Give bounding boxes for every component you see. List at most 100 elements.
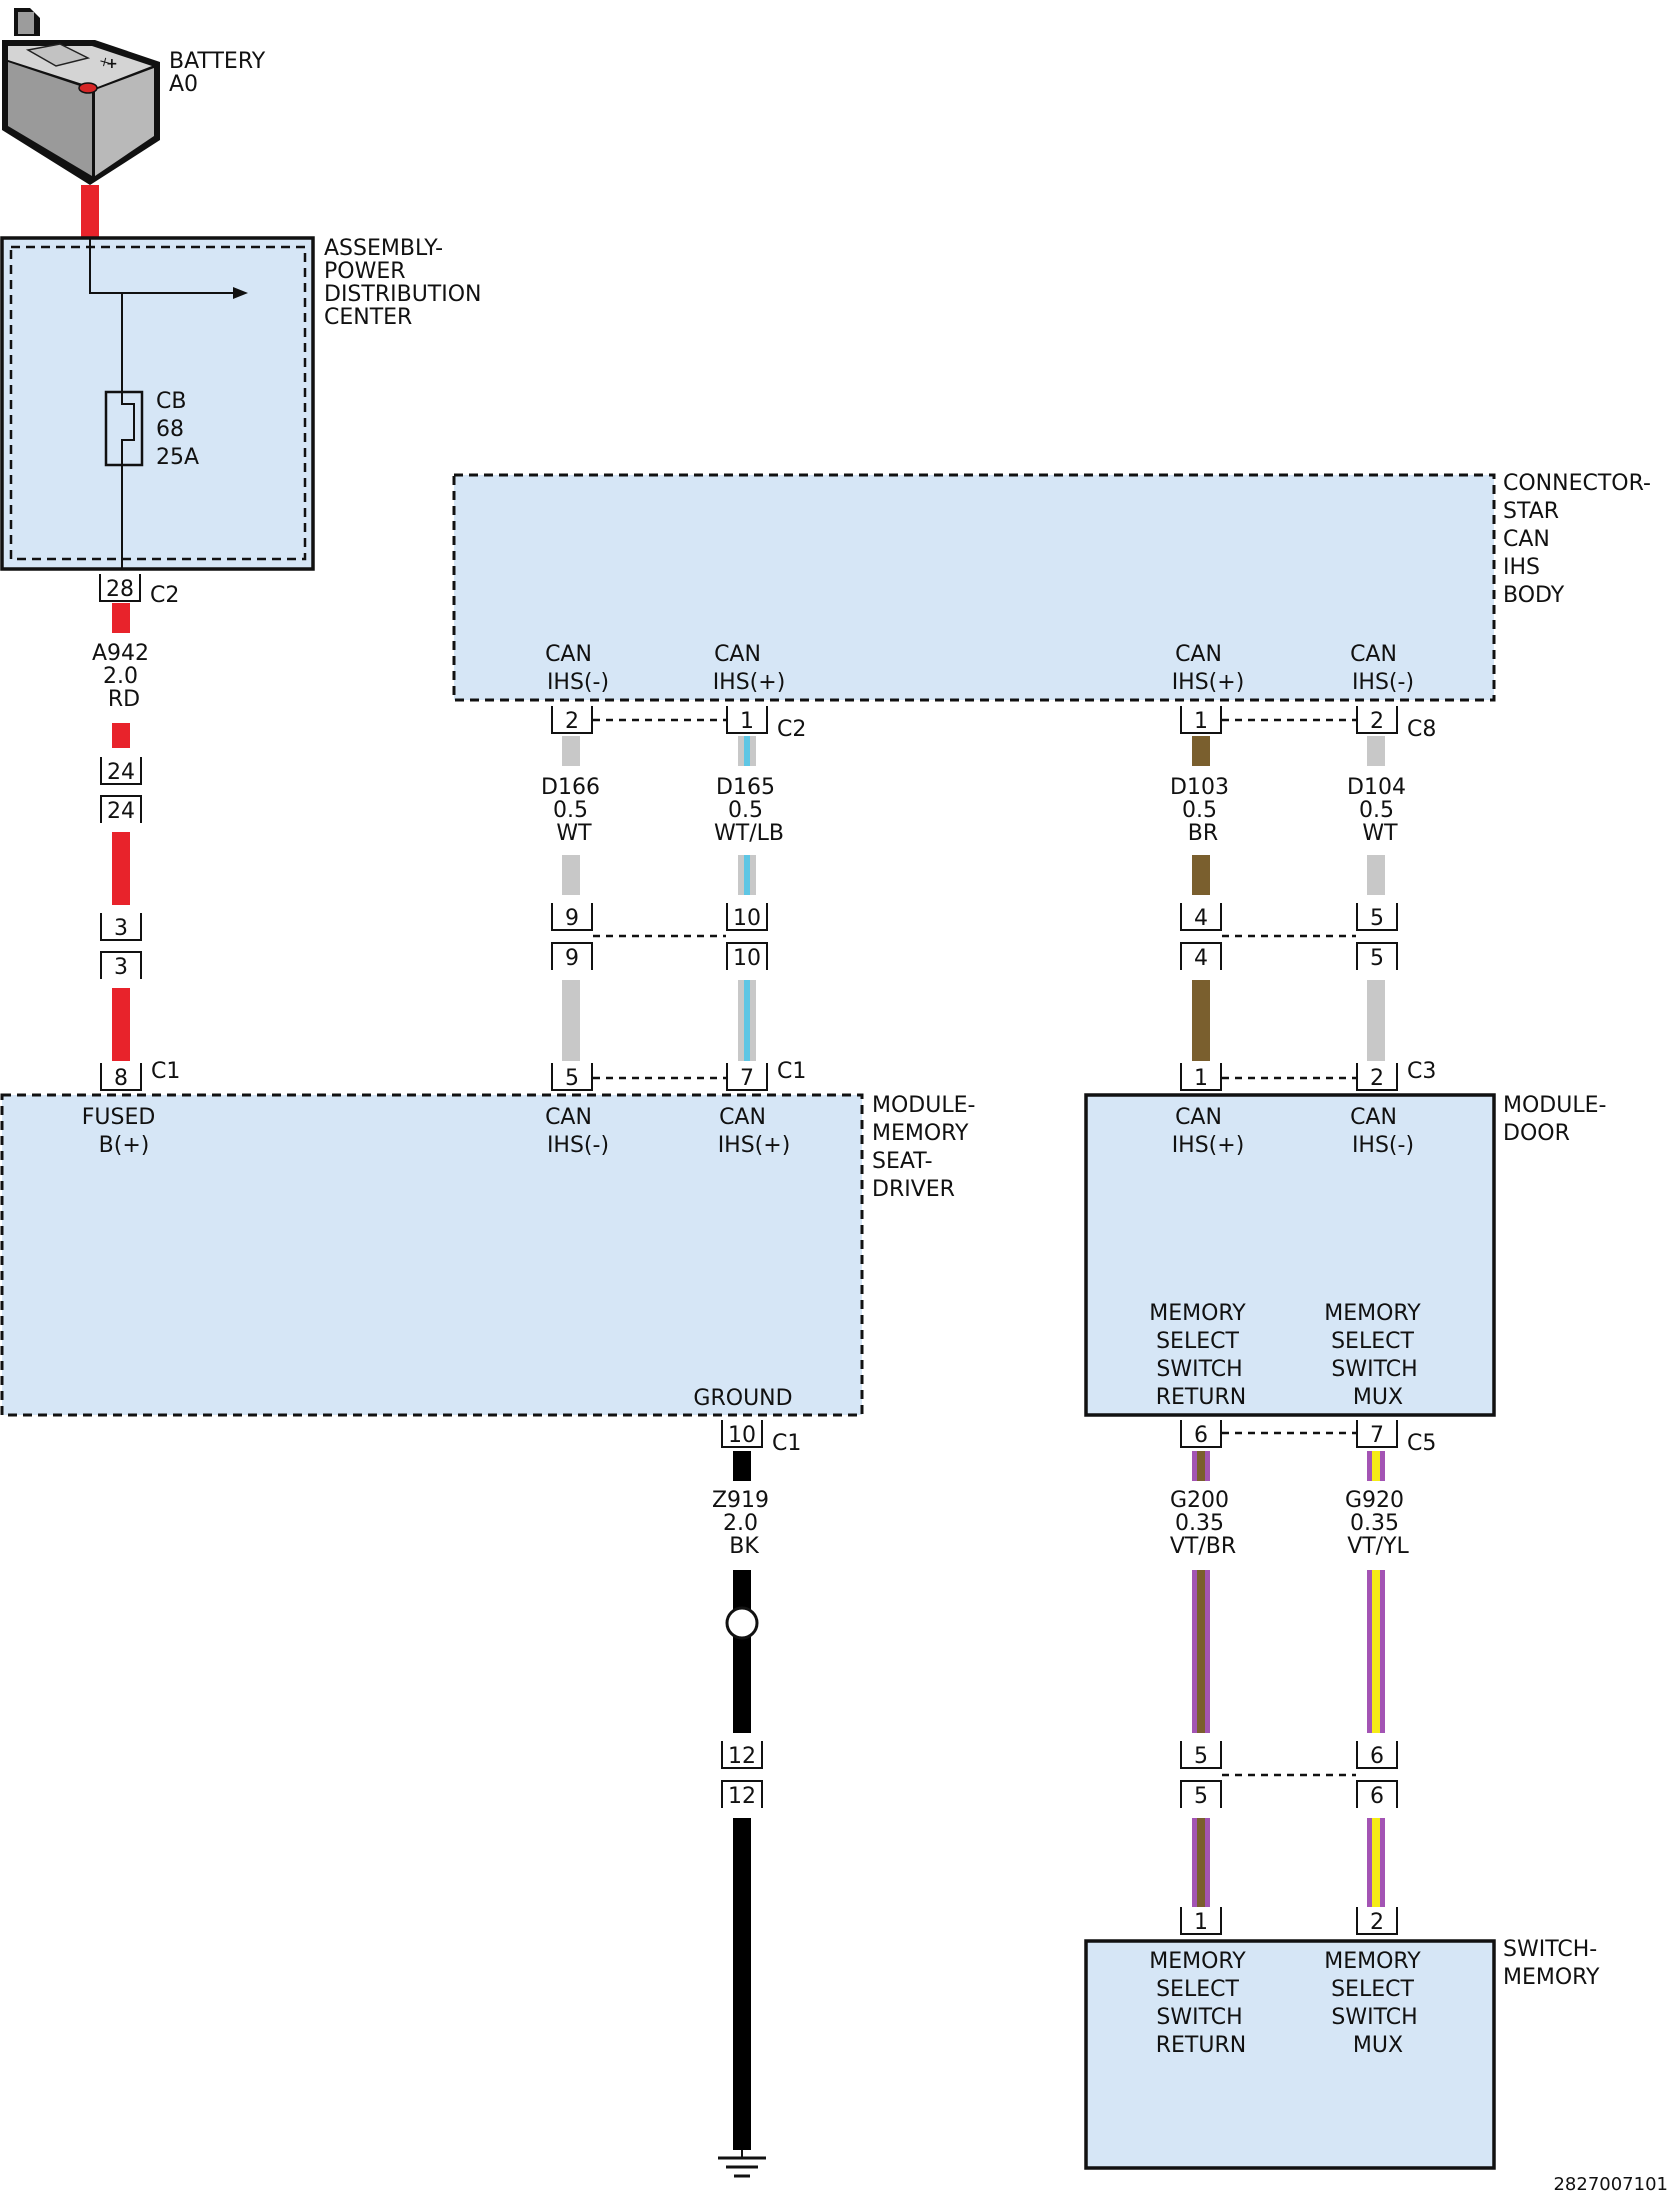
pin-inline-d166-upper: 9 xyxy=(551,903,593,931)
star-pin-label-3: CAN IHS(+) xyxy=(1172,642,1245,695)
svg-text:1: 1 xyxy=(1194,1910,1208,1935)
pin-seat-7: 7 xyxy=(726,1063,768,1091)
pin-inline-z919-lower: 12 xyxy=(721,1780,763,1809)
pin-inline-a942-3-upper: 3 xyxy=(100,913,142,941)
pin-seat-10: 10 xyxy=(721,1420,763,1448)
switch-memory-title: SWITCH- MEMORY xyxy=(1503,1937,1604,1990)
pin-pdc-28: 28 xyxy=(99,574,141,602)
switch-return-label: MEMORY SELECT SWITCH RETURN xyxy=(1149,1949,1253,2058)
wire-d166 xyxy=(562,736,580,1061)
pin-inline-g920-lower: 6 xyxy=(1356,1780,1398,1809)
pin-door-2: 2 xyxy=(1356,1063,1398,1091)
wire-label-d104: D104 0.5 WT xyxy=(1347,775,1413,846)
seat-ground-label: GROUND xyxy=(693,1386,792,1411)
svg-text:24: 24 xyxy=(107,799,135,824)
star-pin-label-1: CAN IHS(-) xyxy=(545,642,609,695)
cb-label: CB 68 25A xyxy=(156,389,199,470)
svg-text:3: 3 xyxy=(114,955,128,980)
door-module-box xyxy=(1084,1093,1496,1417)
pin-door-6: 6 xyxy=(1180,1420,1222,1448)
ground-icon xyxy=(718,2150,766,2178)
pin-star-1-right: 1 xyxy=(1180,706,1222,734)
svg-text:5: 5 xyxy=(1194,1784,1208,1809)
svg-text:6: 6 xyxy=(1370,1784,1384,1809)
svg-text:2: 2 xyxy=(1370,1910,1384,1935)
battery-code: A0 xyxy=(169,72,198,97)
svg-text:6: 6 xyxy=(1194,1423,1208,1448)
battery-cable xyxy=(81,185,99,238)
seat-connector-bottom: C1 xyxy=(772,1431,801,1456)
svg-text:10: 10 xyxy=(733,906,761,931)
door-can-minus-label: CAN IHS(-) xyxy=(1350,1105,1414,1158)
wire-a942 xyxy=(112,603,130,1061)
pin-inline-d166-lower: 9 xyxy=(551,942,593,971)
pin-star-2-right: 2 xyxy=(1356,706,1398,734)
seat-can-plus-label: CAN IHS(+) xyxy=(718,1105,791,1158)
power-distribution-center: CB 68 25A xyxy=(0,236,315,571)
pin-door-7: 7 xyxy=(1356,1420,1398,1448)
svg-text:9: 9 xyxy=(565,906,579,931)
svg-text:5: 5 xyxy=(1370,946,1384,971)
switch-mux-label: MEMORY SELECT SWITCH MUX xyxy=(1324,1949,1428,2058)
seat-module-box xyxy=(0,1093,864,1417)
battery-name: BATTERY xyxy=(169,49,266,74)
svg-text:12: 12 xyxy=(728,1784,756,1809)
pin-switch-2: 2 xyxy=(1356,1907,1398,1935)
svg-text:10: 10 xyxy=(728,1423,756,1448)
wire-label-d103: D103 0.5 BR xyxy=(1170,775,1236,846)
wire-label-d165: D165 0.5 WT/LB xyxy=(714,775,784,846)
star-connector-box xyxy=(452,473,1496,702)
wire-label-g200: G200 0.35 VT/BR xyxy=(1170,1488,1236,1559)
svg-text:10: 10 xyxy=(733,946,761,971)
pdc-title: ASSEMBLY- POWER DISTRIBUTION CENTER xyxy=(324,236,489,330)
svg-text:7: 7 xyxy=(1370,1423,1384,1448)
pin-inline-d103-upper: 4 xyxy=(1180,903,1222,931)
wire-d165 xyxy=(738,736,756,1061)
svg-text:9: 9 xyxy=(565,946,579,971)
wire-d104 xyxy=(1367,736,1385,1061)
pin-inline-d165-upper: 10 xyxy=(726,903,768,931)
svg-text:5: 5 xyxy=(1370,906,1384,931)
star-title: CONNECTOR- STAR CAN IHS BODY xyxy=(1503,471,1658,608)
svg-text:12: 12 xyxy=(728,1744,756,1769)
svg-text:4: 4 xyxy=(1194,906,1208,931)
seat-fused-label: FUSED B(+) xyxy=(82,1105,163,1158)
seat-connector-top-right: C1 xyxy=(777,1059,806,1084)
splice-icon xyxy=(725,1606,759,1640)
seat-connector-top-left: C1 xyxy=(151,1059,180,1084)
pin-inline-g920-upper: 6 xyxy=(1356,1741,1398,1769)
pin-inline-g200-lower: 5 xyxy=(1180,1780,1222,1809)
svg-text:2: 2 xyxy=(1370,709,1384,734)
pin-star-1-left: 1 xyxy=(726,706,768,734)
seat-can-minus-label: CAN IHS(-) xyxy=(545,1105,609,1158)
svg-text:1: 1 xyxy=(740,709,754,734)
pin-door-1: 1 xyxy=(1180,1063,1222,1091)
star-pin-label-2: CAN IHS(+) xyxy=(713,642,786,695)
wire-g920 xyxy=(1367,1451,1385,1916)
pin-inline-z919-upper: 12 xyxy=(721,1741,763,1769)
wire-label-d166: D166 0.5 WT xyxy=(541,775,607,846)
door-mux-label: MEMORY SELECT SWITCH MUX xyxy=(1324,1301,1428,1410)
door-connector-top: C3 xyxy=(1407,1059,1436,1084)
svg-text:4: 4 xyxy=(1194,946,1208,971)
pin-seat-8: 8 xyxy=(100,1063,142,1091)
switch-memory-box xyxy=(1084,1939,1496,2170)
door-can-plus-label: CAN IHS(+) xyxy=(1172,1105,1245,1158)
battery-icon: + × xyxy=(2,8,160,185)
wire-g200 xyxy=(1192,1451,1210,1916)
svg-text:24: 24 xyxy=(107,760,135,785)
svg-text:1: 1 xyxy=(1194,1066,1208,1091)
pin-star-2-left: 2 xyxy=(551,706,593,734)
svg-text:1: 1 xyxy=(1194,709,1208,734)
svg-text:5: 5 xyxy=(565,1066,579,1091)
pin-inline-d104-upper: 5 xyxy=(1356,903,1398,931)
svg-text:28: 28 xyxy=(106,577,134,602)
pin-switch-1: 1 xyxy=(1180,1907,1222,1935)
door-return-label: MEMORY SELECT SWITCH RETURN xyxy=(1149,1301,1253,1410)
pdc-connector: C2 xyxy=(150,583,179,608)
circuit-breaker-icon xyxy=(104,390,144,467)
svg-text:2: 2 xyxy=(1370,1066,1384,1091)
pin-inline-d165-lower: 10 xyxy=(726,942,768,971)
figure-code: 2827007101 xyxy=(1553,2174,1668,2195)
